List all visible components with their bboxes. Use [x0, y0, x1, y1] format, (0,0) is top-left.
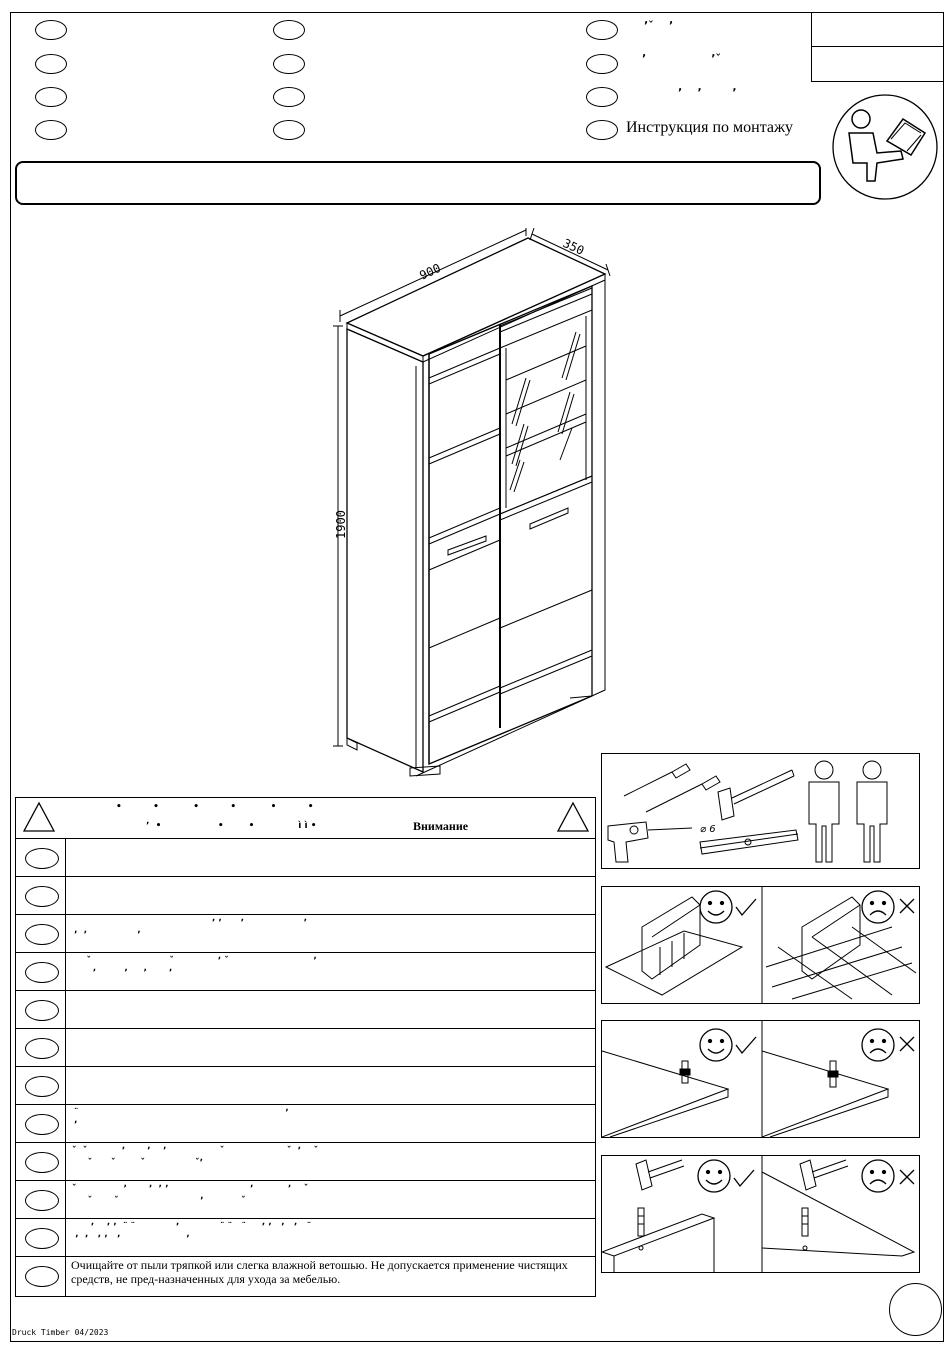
stamp-box	[811, 12, 944, 82]
language-oval	[35, 20, 67, 40]
correct-bolt-illustration	[601, 1050, 730, 1138]
cleaning-text: Очищайте от пыли тряпкой или слегка влаж…	[71, 1258, 568, 1286]
tools-illustration: ⌀ 6	[607, 760, 888, 863]
product-name-bar	[15, 161, 821, 205]
surface-panel	[601, 886, 920, 1004]
language-oval	[25, 1266, 59, 1287]
accent-marks: ¨ ʼ ʼ	[74, 1108, 289, 1130]
warning-triangle-icon	[556, 801, 590, 832]
accent-marks: ˇ ˇ ʼ ʼ ʼ ˇ ˇ ʼ ˇ ˇ ˇ ˇ ˇʼ	[72, 1146, 319, 1168]
cabinet-drawing: 900 350 1900	[333, 228, 611, 777]
accent-marks: ʼ ʼ ʼ ʼ ʼ ʼ ʼ	[74, 918, 308, 940]
warning-row: ʼ ʼ ʼ ʼ ʼ ʼ ʼ	[16, 915, 595, 953]
language-oval	[35, 87, 67, 107]
accent-marks: ʼˇ ʼ	[644, 19, 674, 32]
accent-marks: ʼ ʼ ʼ ¨ ¨ ʼ ¨ ¨ ¨ ʼ ʼ ʼ ʼ ¨ ʼ ʼ ʼ ʼ ʼ ʼ	[75, 1222, 312, 1244]
smile-face-icon	[697, 1159, 731, 1193]
screwdriver-icon	[623, 763, 721, 813]
language-oval	[25, 1038, 59, 1059]
wrong-hard-floor-illustration	[765, 896, 917, 1000]
language-oval	[586, 20, 618, 40]
language-oval	[586, 87, 618, 107]
cross-icon	[899, 898, 915, 914]
accent-marks: • • • • • •	[116, 802, 314, 812]
instruction-title: Инструкция по монтажу	[626, 119, 794, 136]
sad-face-icon	[861, 890, 895, 924]
smile-face-icon	[699, 890, 733, 924]
warning-row	[16, 1067, 595, 1105]
cam-bolt-panel	[601, 1020, 920, 1138]
correct-dowel-illustration	[600, 1159, 716, 1272]
wrong-dowel-illustration	[761, 1159, 916, 1257]
print-code: Druck Timber 04/2023	[12, 1328, 109, 1337]
warnings-title: Внимание	[413, 819, 469, 833]
drill-icon	[607, 821, 693, 863]
warning-row: ʼ ʼ ʼ ¨ ¨ ʼ ¨ ¨ ¨ ʼ ʼ ʼ ʼ ¨ ʼ ʼ ʼ ʼ ʼ ʼ	[16, 1219, 595, 1257]
page-frame	[10, 12, 944, 1342]
language-oval	[25, 962, 59, 983]
tools-panel: ⌀ 6	[601, 753, 920, 869]
spirit-level-icon	[699, 829, 799, 855]
language-oval	[25, 1000, 59, 1021]
warning-row	[16, 877, 595, 915]
cross-icon	[899, 1169, 915, 1185]
language-oval	[25, 848, 59, 869]
language-oval	[273, 54, 305, 74]
warning-row: ˇ ʼ ʼ ʼ ʼ ʼ ʼ ˇ ˇ ˇ ʼ ˇ	[16, 1181, 595, 1219]
cross-icon	[899, 1036, 915, 1052]
language-oval	[25, 1228, 59, 1249]
check-icon	[733, 1169, 755, 1188]
accent-marks: ʼ ʼˇ	[642, 52, 721, 65]
two-people-icon	[808, 760, 888, 863]
hammer-icon	[717, 769, 795, 821]
warning-triangle-icon	[22, 801, 56, 832]
accent-marks: ʼ • • • ì ì •	[146, 821, 317, 831]
language-oval	[25, 1114, 59, 1135]
language-oval	[273, 87, 305, 107]
language-oval	[35, 54, 67, 74]
warnings-table: • • • • • • ʼ • • • ì ì • Внимание ʼ ʼ ʼ	[15, 797, 596, 1297]
accent-marks: ʼ ʼ ʼ	[678, 86, 737, 99]
warning-row: Очищайте от пыли тряпкой или слегка влаж…	[16, 1257, 595, 1296]
warning-row	[16, 1029, 595, 1067]
language-oval	[273, 120, 305, 140]
warning-row: ˇ ˇ ʼ ʼ ʼ ˇ ˇ ʼ ˇ ˇ ˇ ˇ ˇʼ	[16, 1143, 595, 1181]
dim-height-label: 1900	[334, 510, 348, 539]
correct-soft-surface-illustration	[604, 896, 744, 996]
check-icon	[735, 1036, 757, 1055]
language-oval	[586, 120, 618, 140]
language-oval	[25, 886, 59, 907]
accent-marks: ˇ ˇ ʼ ˇ ʼ ʼ ʼ ʼ ʼ	[86, 956, 317, 978]
language-oval	[586, 54, 618, 74]
language-oval	[273, 20, 305, 40]
drill-diameter-label: ⌀ 6	[700, 824, 716, 835]
language-oval	[25, 924, 59, 945]
language-oval	[35, 120, 67, 140]
page-number-circle	[889, 1283, 942, 1336]
dowel-panel	[600, 1155, 920, 1273]
warning-row	[16, 839, 595, 877]
warning-row	[16, 991, 595, 1029]
sad-face-icon	[861, 1159, 895, 1193]
warnings-header: • • • • • • ʼ • • • ì ì • Внимание	[16, 798, 595, 839]
wrong-bolt-illustration	[761, 1050, 890, 1138]
accent-marks: ˇ ʼ ʼ ʼ ʼ ʼ ʼ ˇ ˇ ˇ ʼ ˇ	[72, 1184, 309, 1206]
sad-face-icon	[861, 1028, 895, 1062]
language-oval	[25, 1076, 59, 1097]
warning-row: ˇ ˇ ʼ ˇ ʼ ʼ ʼ ʼ ʼ	[16, 953, 595, 991]
smile-face-icon	[699, 1028, 733, 1062]
read-instructions-icon	[832, 94, 938, 200]
language-oval	[25, 1190, 59, 1211]
check-icon	[735, 898, 757, 917]
warning-row: ¨ ʼ ʼ	[16, 1105, 595, 1143]
language-oval	[25, 1152, 59, 1173]
